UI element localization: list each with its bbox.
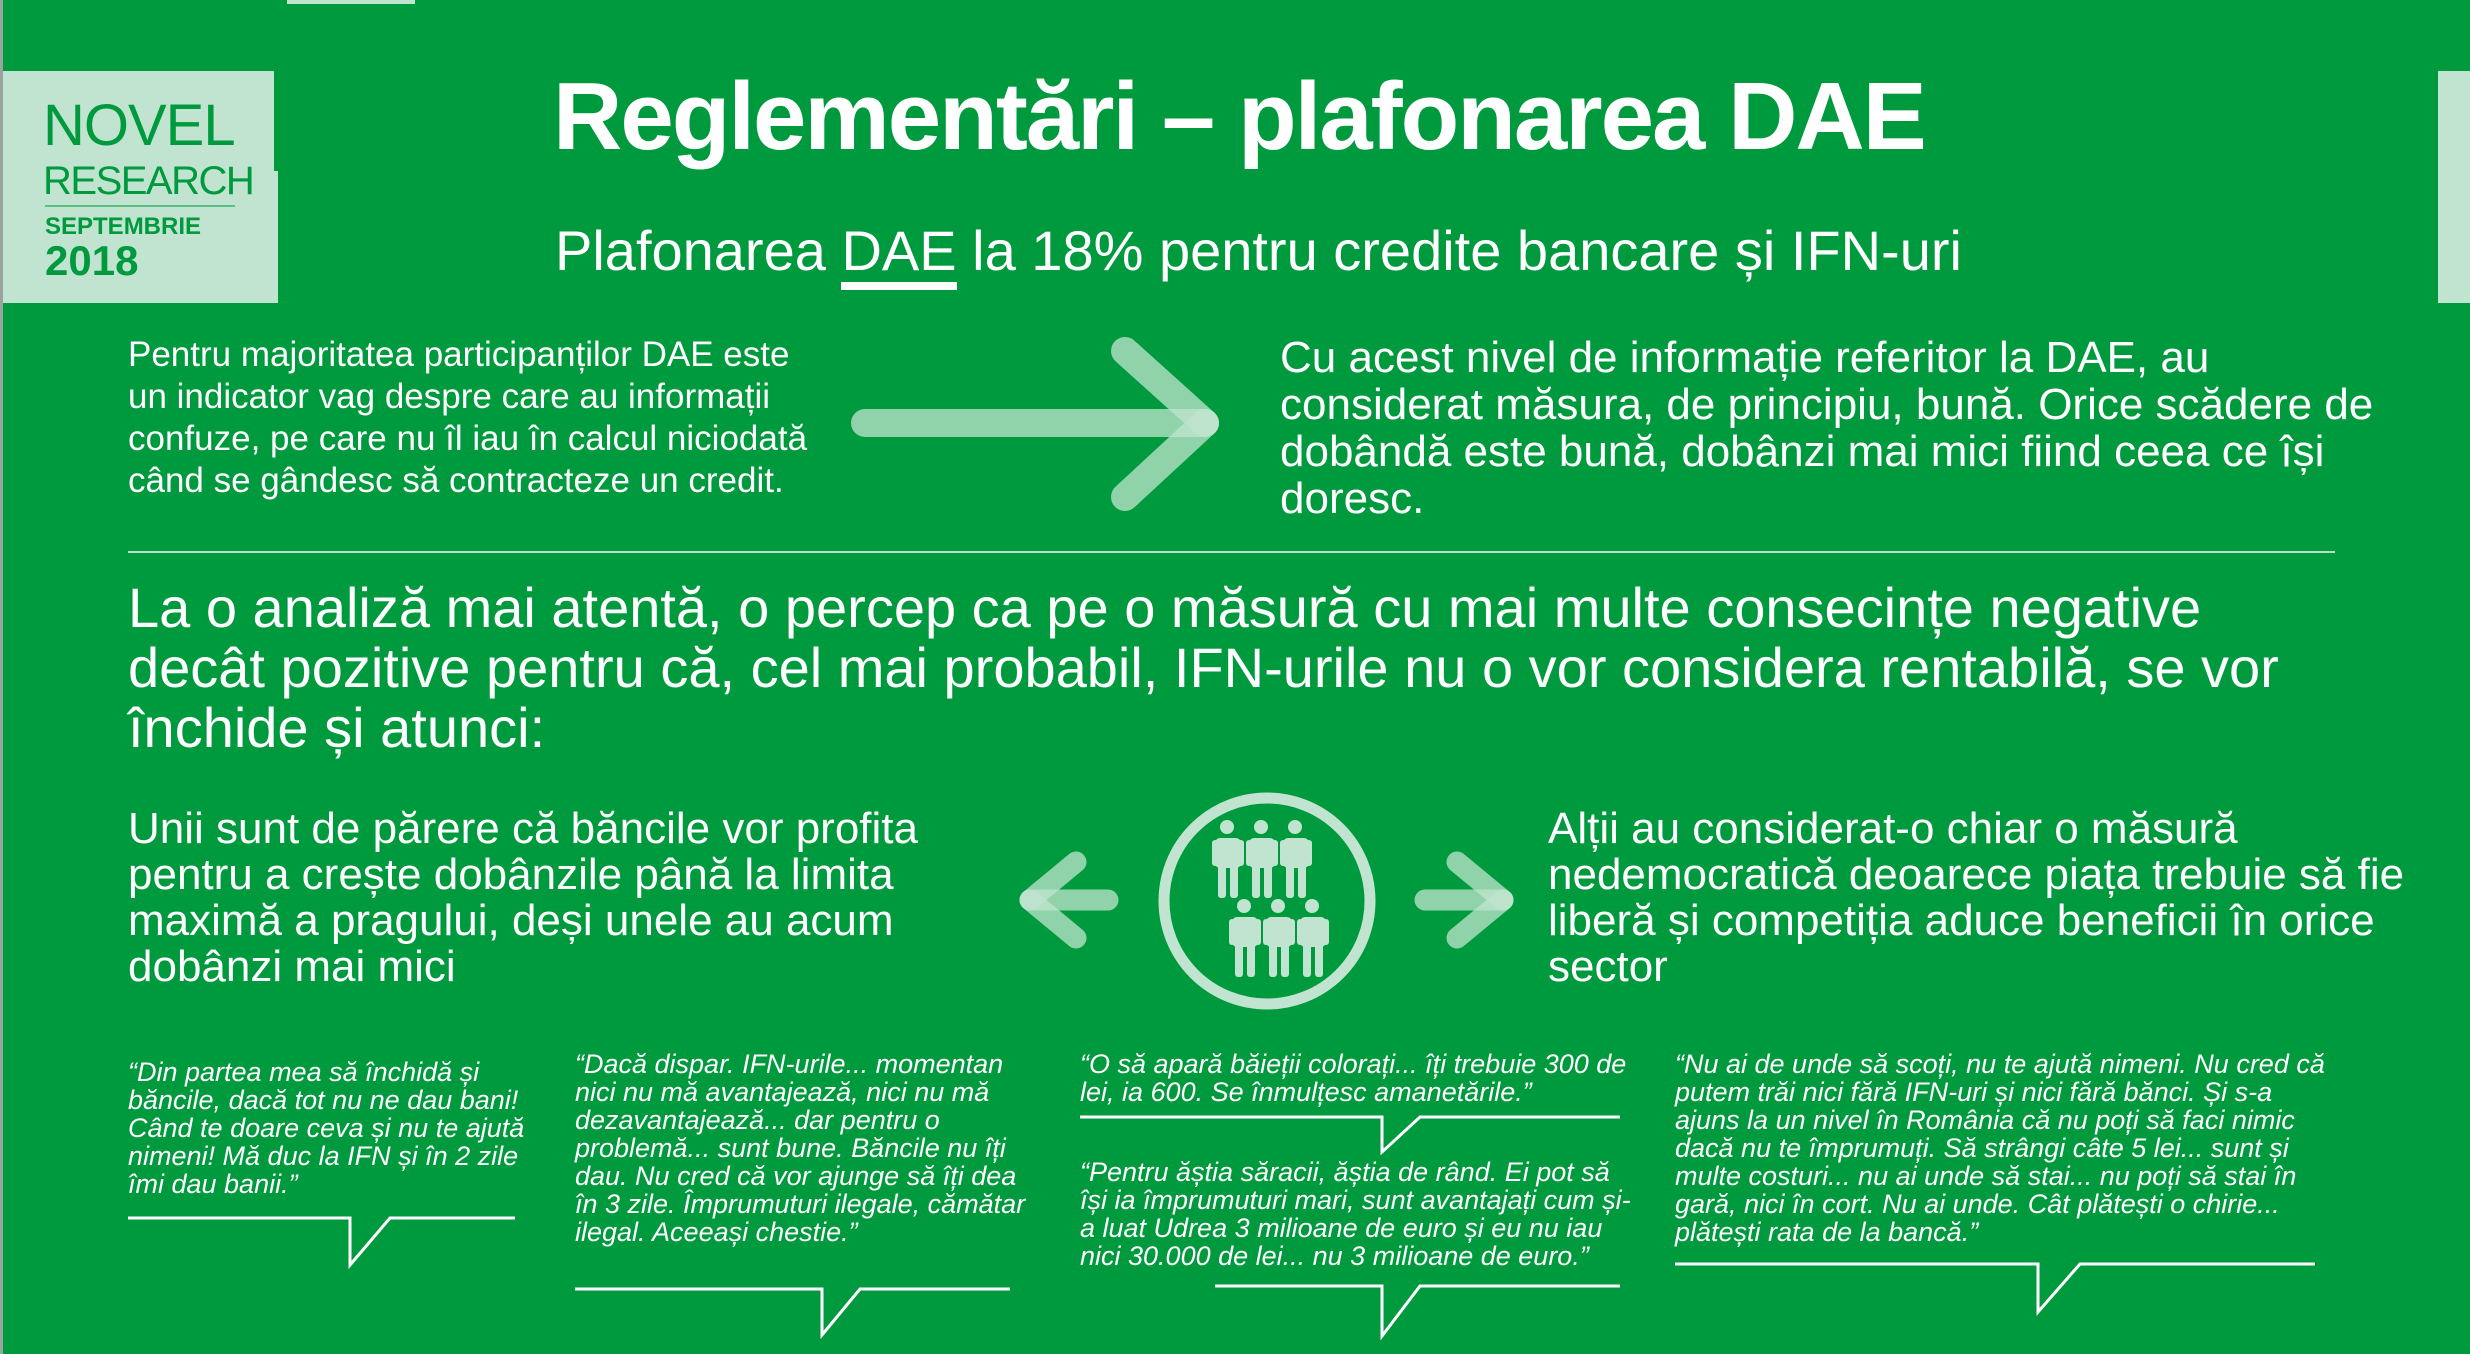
top-accent-bar	[287, 0, 415, 4]
quote-4: “Pentru ăștia săracii, ăștia de rând. Ei…	[1080, 1157, 1631, 1271]
quote-2-tail	[575, 1287, 1010, 1340]
quote-4-tail	[1215, 1284, 1620, 1341]
arrow-right-large-icon	[851, 337, 1219, 511]
page-title: Reglementări – plafonarea DAE	[553, 63, 1927, 170]
logo-year: 2018	[45, 237, 139, 284]
novel-research-logo: NOVEL RESEARCH SEPTEMBRIE 2018	[3, 71, 278, 303]
top-right-paragraph: Cu acest nivel de informație referitor l…	[1280, 333, 2374, 523]
people-group-icon	[1158, 792, 1376, 1010]
subtitle-dae-underlined: DAE	[841, 220, 957, 290]
quote-2: “Dacă dispar. IFN-urile... momentan nici…	[575, 1049, 1026, 1247]
left-edge	[0, 0, 3, 1354]
logo-novel: NOVEL	[43, 93, 236, 158]
logo-research: RESEARCH	[43, 159, 255, 203]
right-accent-strip	[2438, 71, 2470, 303]
middle-left-paragraph: Unii sunt de părere că băncile vor profi…	[128, 804, 918, 991]
logo-month: SEPTEMBRIE	[45, 213, 202, 240]
quote-3: “O să apară băieții colorați... îți treb…	[1080, 1049, 1627, 1107]
subtitle-pre: Plafonarea	[555, 219, 842, 282]
arrow-left-icon	[1019, 851, 1119, 949]
quote-1-tail	[128, 1216, 515, 1270]
page-subtitle: Plafonarea DAE la 18% pentru credite ban…	[555, 218, 1962, 290]
subtitle-post: la 18% pentru credite bancare și IFN-uri	[956, 219, 1962, 282]
quote-5-tail	[1675, 1262, 2315, 1316]
middle-right-paragraph: Alții au considerat-o chiar o măsură ned…	[1548, 804, 2405, 991]
quote-1: “Din partea mea să închidă și băncile, d…	[128, 1057, 525, 1199]
top-left-paragraph: Pentru majoritatea participanților DAE e…	[128, 335, 808, 500]
quote-3-tail	[1080, 1115, 1620, 1156]
divider	[128, 551, 2335, 553]
main-statement: La o analiză mai atentă, o percep ca pe …	[128, 576, 2279, 759]
quote-5: “Nu ai de unde să scoți, nu te ajută nim…	[1675, 1049, 2325, 1247]
logo-rule	[45, 205, 235, 207]
arrow-right-icon	[1414, 851, 1514, 949]
